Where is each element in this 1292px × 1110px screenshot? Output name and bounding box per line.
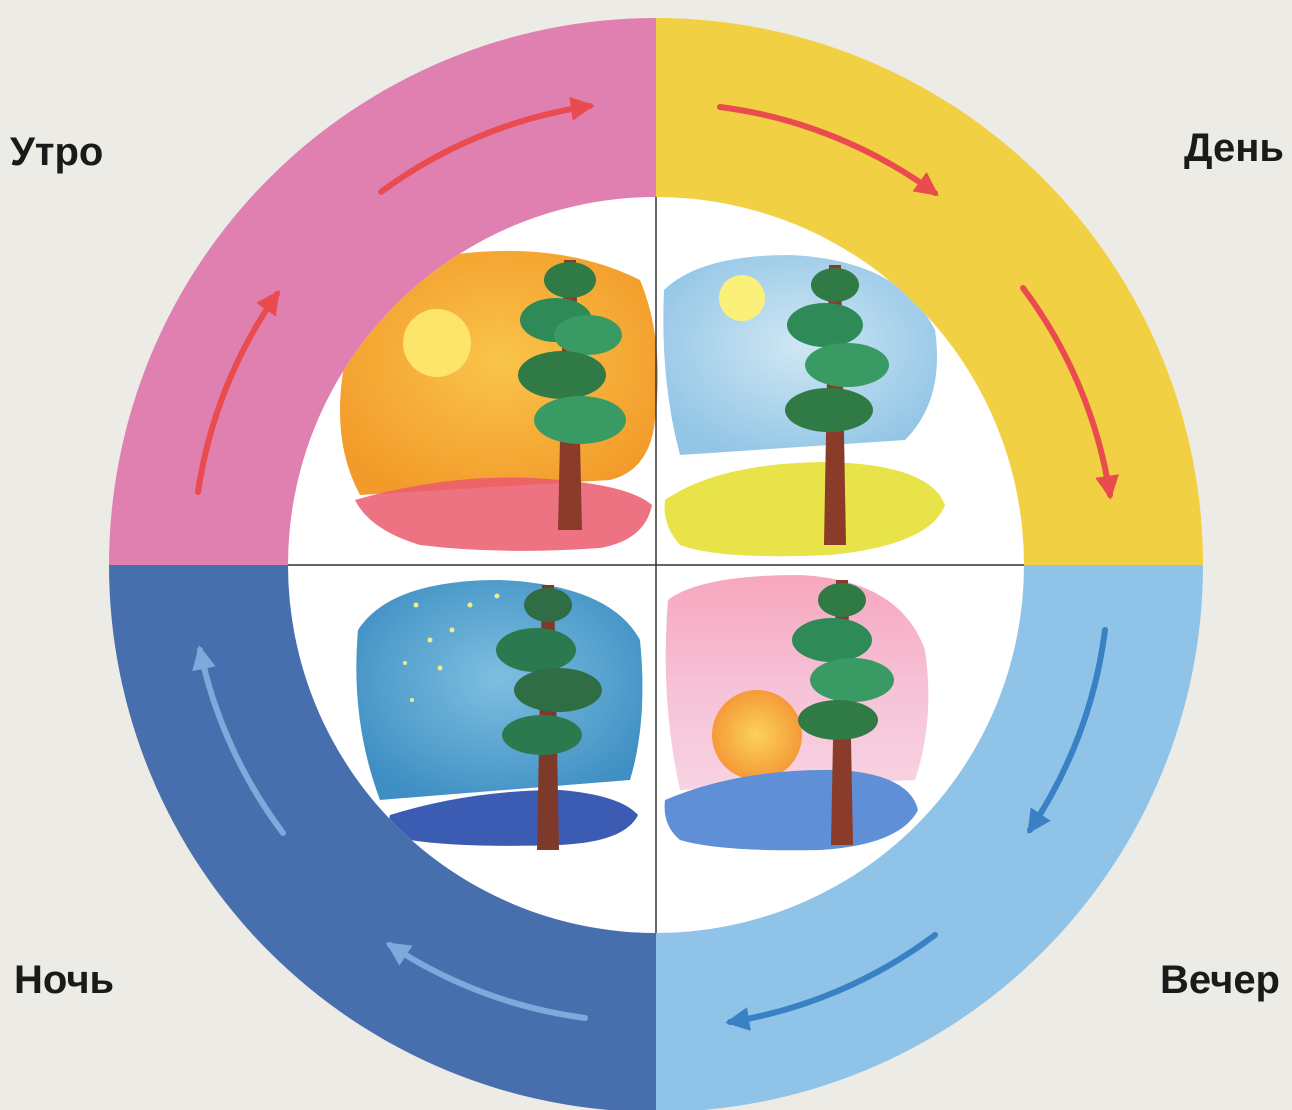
panel-day <box>663 255 945 556</box>
label-evening: Вечер <box>1160 960 1280 1000</box>
label-day: День <box>1184 128 1284 168</box>
label-morning: Утро <box>10 132 103 172</box>
panel-evening <box>665 575 929 850</box>
label-night: Ночь <box>14 960 114 1000</box>
day-sun-icon <box>719 275 765 321</box>
evening-sun-icon <box>712 690 802 780</box>
morning-sun-icon <box>403 309 471 377</box>
